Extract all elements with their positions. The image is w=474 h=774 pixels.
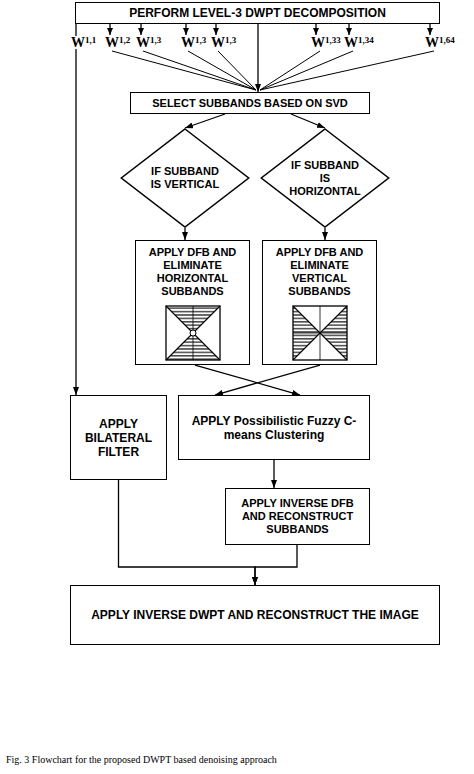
node-text: PERFORM LEVEL-3 DWPT DECOMPOSITION xyxy=(129,6,386,20)
process-box: APPLY INVERSE DFB AND RECONSTRUCT SUBBAN… xyxy=(225,488,370,545)
process-box: APPLY INVERSE DWPT AND RECONSTRUCT THE I… xyxy=(70,585,440,645)
process-box: SELECT SUBBANDS BASED ON SVD xyxy=(130,92,370,114)
node-text: APPLY INVERSE DWPT AND RECONSTRUCT THE I… xyxy=(91,608,419,622)
flow-arrow xyxy=(257,24,258,92)
flow-arrow xyxy=(184,228,185,240)
flow-arrow xyxy=(324,228,325,240)
subband-label: W1,33 xyxy=(310,36,342,49)
subband-label: W1,3 xyxy=(180,36,207,49)
node-text: APPLY INVERSE DFB AND RECONSTRUCT SUBBAN… xyxy=(231,497,364,536)
node-text: SELECT SUBBANDS BASED ON SVD xyxy=(152,97,348,110)
process-box: APPLY BILATERAL FILTER xyxy=(70,395,167,480)
flow-arrow xyxy=(273,460,274,488)
subband-label: W1,1 xyxy=(70,36,97,49)
node-text: APPLY DFB AND ELIMINATE VERTICAL SUBBAND… xyxy=(268,246,371,298)
process-box: APPLY DFB AND ELIMINATE VERTICAL SUBBAND… xyxy=(262,240,377,365)
dfb-wedge-figure xyxy=(164,304,222,361)
figure-caption: Fig. 3 Flowchart for the proposed DWPT b… xyxy=(6,754,277,765)
subband-label: W1,64 xyxy=(424,36,456,49)
process-box: APPLY DFB AND ELIMINATE HORIZONTAL SUBBA… xyxy=(135,240,250,365)
converging-lines xyxy=(112,51,434,90)
node-text: IF SUBBAND IS HORIZONTAL xyxy=(285,159,365,198)
flow-arrow xyxy=(195,365,300,395)
node-text: APPLY BILATERAL FILTER xyxy=(76,417,161,459)
flow-arrow xyxy=(75,24,76,395)
node-text: IF SUBBAND IS VERTICAL xyxy=(145,165,225,191)
node-text: APPLY DFB AND ELIMINATE HORIZONTAL SUBBA… xyxy=(141,246,244,298)
process-box: APPLY Possibilistic Fuzzy C-means Cluste… xyxy=(178,395,370,460)
flow-arrow xyxy=(119,480,256,585)
process-box: PERFORM LEVEL-3 DWPT DECOMPOSITION xyxy=(75,2,440,24)
flow-arrow xyxy=(185,114,225,128)
subband-label: W1,2 xyxy=(104,36,131,49)
decision-diamond: IF SUBBAND IS HORIZONTAL xyxy=(260,128,390,228)
subband-label: W1,3 xyxy=(135,36,162,49)
flow-arrow xyxy=(215,365,320,395)
subband-label: W1,3 xyxy=(210,36,237,49)
flow-arrow xyxy=(291,114,325,128)
dfb-wedge-figure xyxy=(291,304,349,361)
node-text: APPLY Possibilistic Fuzzy C-means Cluste… xyxy=(184,414,364,442)
subband-arrows xyxy=(110,24,430,35)
decision-diamond: IF SUBBAND IS VERTICAL xyxy=(120,128,250,228)
flow-arrow xyxy=(255,545,297,585)
subband-label: W1,34 xyxy=(343,36,375,49)
